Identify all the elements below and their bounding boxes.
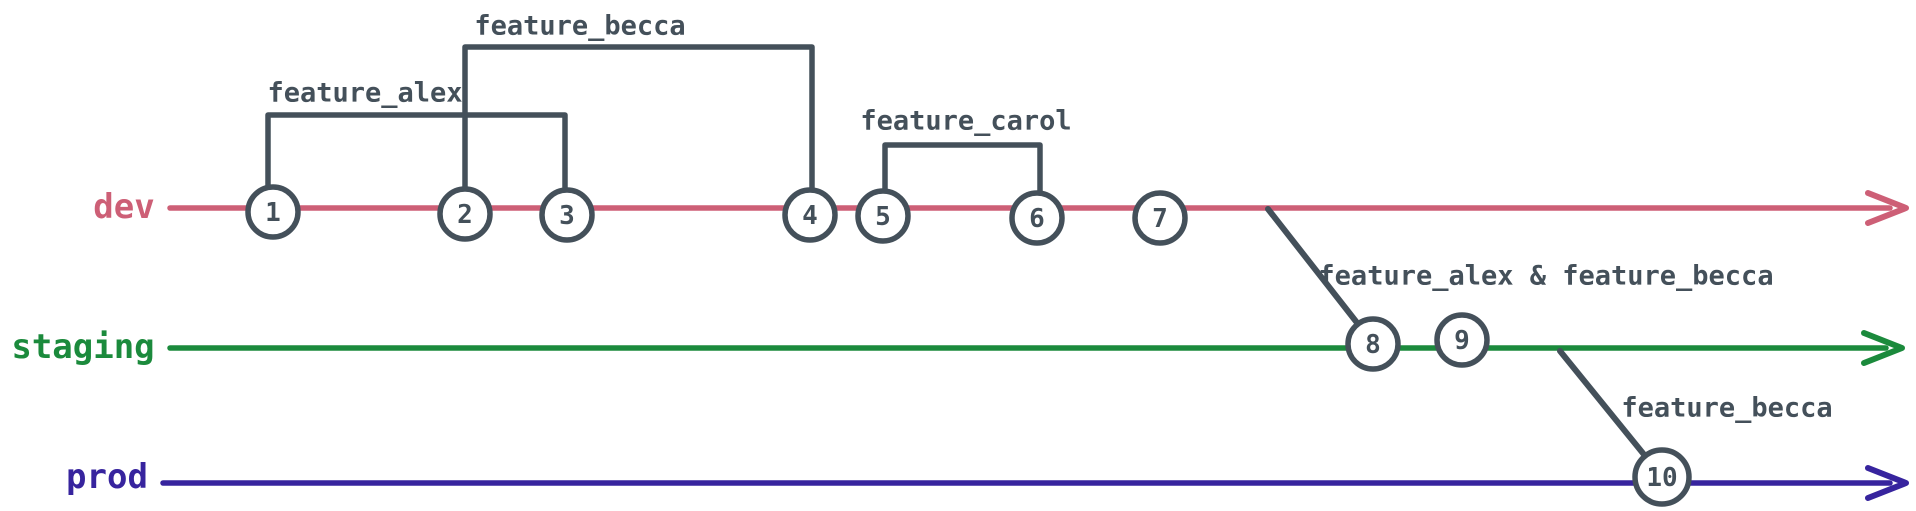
feature-carol-label: feature_carol — [860, 105, 1072, 137]
commit-node-6 — [1009, 190, 1065, 246]
commit-node-2 — [437, 186, 493, 242]
commit-node-3 — [539, 187, 595, 243]
merge-staging-to-prod-line — [1557, 348, 1649, 460]
commit-node-1 — [245, 184, 301, 240]
commit-node-4 — [782, 187, 838, 243]
commit-number-8: 8 — [1365, 330, 1381, 360]
commit-number-5: 5 — [875, 202, 891, 232]
branch-label-prod: prod — [66, 457, 148, 497]
prod-arrowhead — [1865, 465, 1909, 501]
merge-dev-to-staging-line — [1265, 206, 1361, 327]
commit-node-5 — [855, 188, 911, 244]
commit-node-7 — [1132, 190, 1188, 246]
commit-number-9: 9 — [1454, 326, 1470, 356]
feature-carol-bracket — [882, 142, 1043, 196]
commit-number-4: 4 — [802, 201, 818, 231]
merge-label-becca: feature_becca — [1621, 392, 1833, 424]
staging-arrowhead — [1861, 330, 1905, 366]
commit-number-3: 3 — [559, 201, 575, 231]
feature-alex-bracket — [265, 112, 568, 193]
commit-number-10: 10 — [1646, 463, 1678, 493]
commit-node-10 — [1632, 447, 1692, 507]
feature-becca-label: feature_becca — [474, 10, 686, 42]
commit-number-7: 7 — [1152, 204, 1168, 234]
commit-number-1: 1 — [265, 198, 281, 228]
branch-label-staging: staging — [11, 327, 155, 367]
commit-number-2: 2 — [457, 200, 473, 230]
commit-node-9 — [1434, 312, 1490, 368]
commit-node-8 — [1345, 316, 1401, 372]
commit-number-6: 6 — [1029, 204, 1045, 234]
feature-becca-bracket — [462, 44, 815, 193]
dev-arrowhead — [1865, 190, 1909, 226]
merge-label-alex-becca: feature_alex & feature_becca — [1318, 260, 1774, 292]
branch-label-dev: dev — [93, 187, 155, 227]
feature-alex-label: feature_alex — [267, 77, 463, 109]
